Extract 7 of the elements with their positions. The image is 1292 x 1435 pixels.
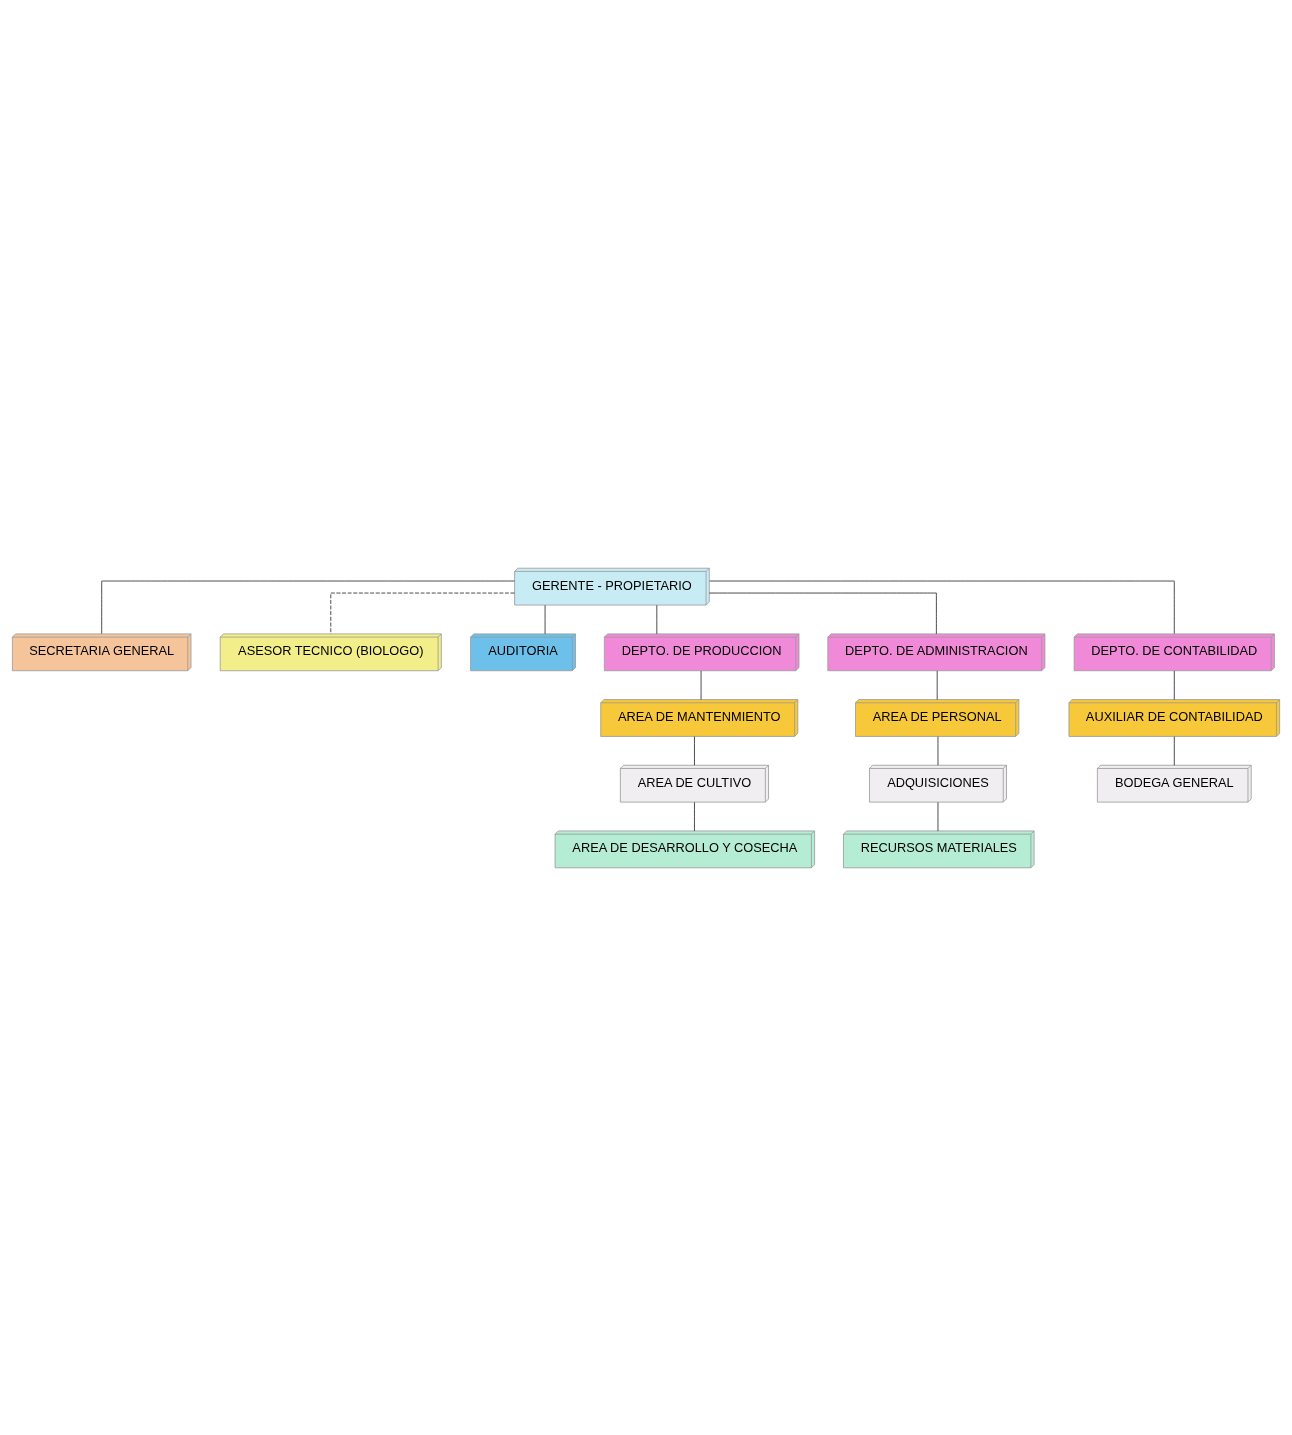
connector	[1173, 670, 1175, 700]
connector	[101, 580, 515, 634]
connector	[709, 580, 1175, 634]
connector	[708, 592, 937, 634]
connector	[694, 801, 695, 831]
connector	[1173, 735, 1175, 766]
connector	[694, 735, 695, 766]
